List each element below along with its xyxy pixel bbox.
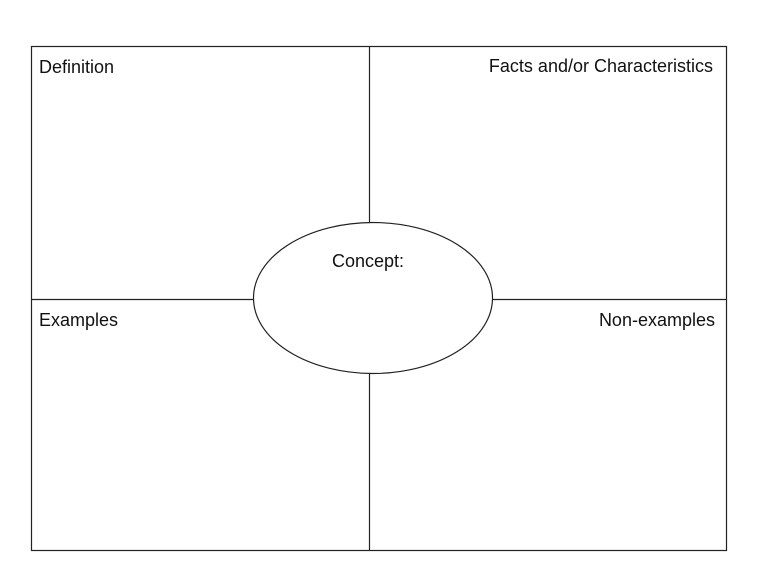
definition-label: Definition bbox=[39, 57, 115, 77]
facts-characteristics-label: Facts and/or Characteristics bbox=[488, 56, 713, 76]
concept-ellipse bbox=[252, 221, 494, 375]
examples-label: Examples bbox=[39, 310, 119, 330]
concept-label: Concept: bbox=[332, 251, 405, 271]
outer-border bbox=[30, 45, 728, 552]
non-examples-label: Non-examples bbox=[598, 310, 715, 330]
